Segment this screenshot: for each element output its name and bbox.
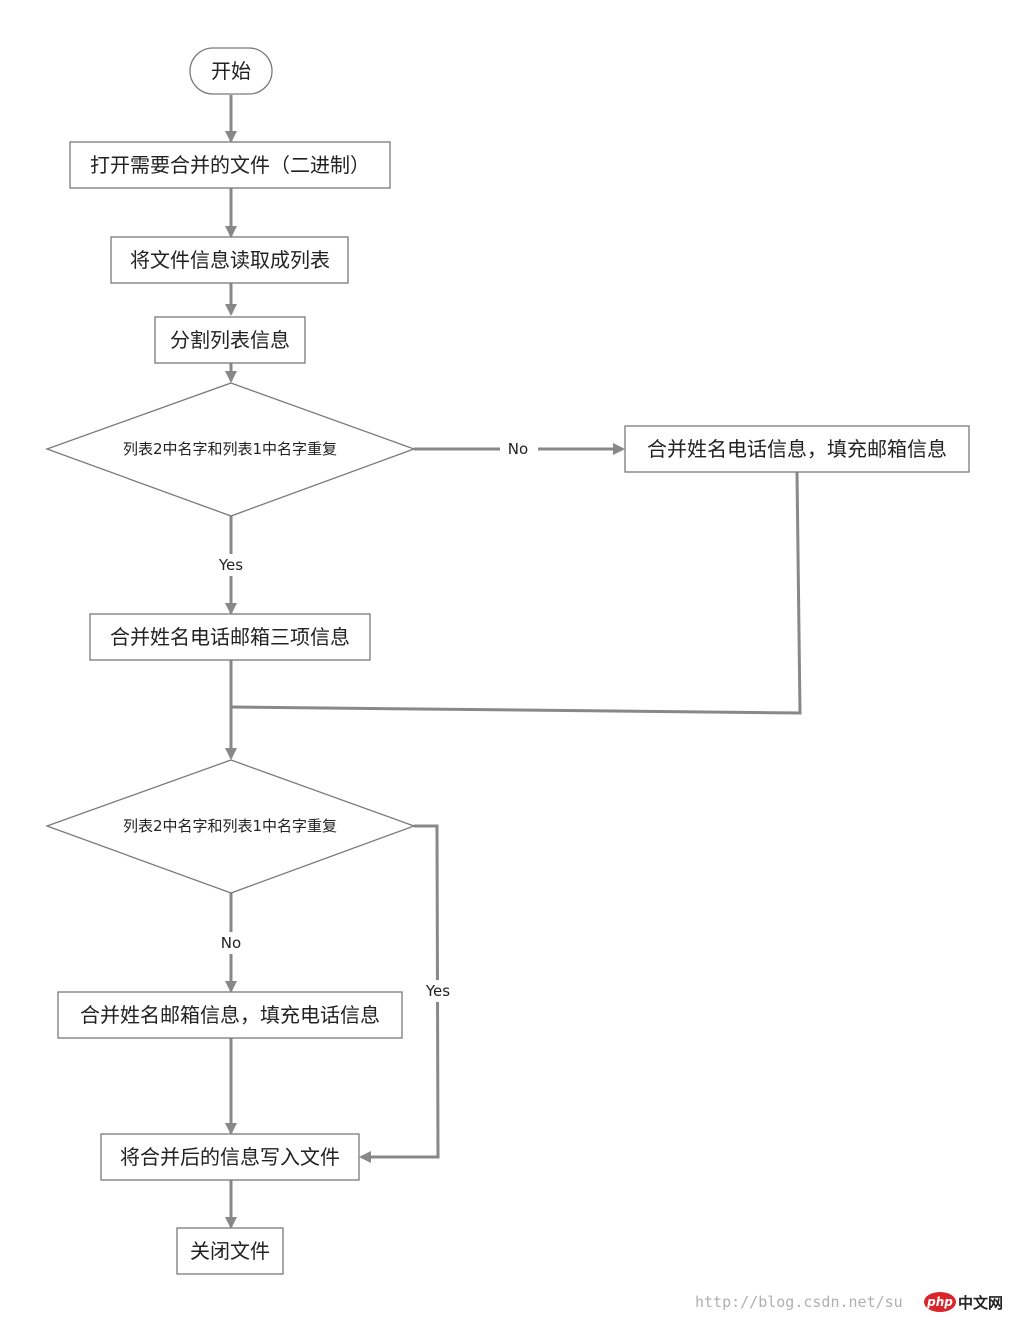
decision-2-label: 列表2中名字和列表1中名字重复: [123, 817, 337, 835]
node-close-file-label: 关闭文件: [190, 1239, 270, 1263]
node-read-list: 将文件信息读取成列表: [110, 236, 349, 284]
node-merge-all-three-label: 合并姓名电话邮箱三项信息: [110, 625, 350, 649]
decision-2: 列表2中名字和列表1中名字重复: [45, 759, 416, 894]
logo-php-text: php: [926, 1295, 953, 1309]
node-start-label: 开始: [211, 59, 251, 83]
node-write-file-label: 将合并后的信息写入文件: [120, 1145, 340, 1169]
label-decision1-yes: Yes: [218, 556, 243, 574]
decision-1-label: 列表2中名字和列表1中名字重复: [123, 440, 337, 458]
node-open-files: 打开需要合并的文件（二进制）: [69, 141, 391, 189]
logo-cn-text: 中文网: [958, 1294, 1003, 1312]
node-open-files-label: 打开需要合并的文件（二进制）: [90, 153, 370, 177]
node-merge-phone-fill-email: 合并姓名电话信息，填充邮箱信息: [624, 425, 970, 473]
node-merge-email-fill-phone: 合并姓名邮箱信息，填充电话信息: [57, 991, 403, 1039]
decision-1: 列表2中名字和列表1中名字重复: [45, 382, 416, 517]
node-read-list-label: 将文件信息读取成列表: [130, 248, 330, 272]
watermark: http://blog.csdn.net/su php 中文网: [695, 1292, 1003, 1312]
node-start: 开始: [189, 47, 273, 95]
edge-merge-phone-to-join: [230, 471, 802, 715]
node-split-list-label: 分割列表信息: [170, 328, 290, 352]
node-merge-all-three: 合并姓名电话邮箱三项信息: [89, 613, 371, 661]
watermark-url: http://blog.csdn.net/su: [695, 1293, 903, 1311]
node-write-file: 将合并后的信息写入文件: [100, 1133, 360, 1181]
php-cn-logo: php 中文网: [924, 1292, 1003, 1312]
label-decision2-no: No: [221, 934, 241, 952]
node-merge-email-fill-phone-label: 合并姓名邮箱信息，填充电话信息: [80, 1003, 380, 1027]
node-split-list: 分割列表信息: [154, 316, 306, 364]
label-decision2-yes: Yes: [425, 982, 450, 1000]
label-decision1-no: No: [508, 440, 528, 458]
node-close-file: 关闭文件: [176, 1227, 284, 1275]
edge-labels: No Yes No Yes: [212, 438, 538, 1002]
node-merge-phone-fill-email-label: 合并姓名电话信息，填充邮箱信息: [647, 437, 947, 461]
